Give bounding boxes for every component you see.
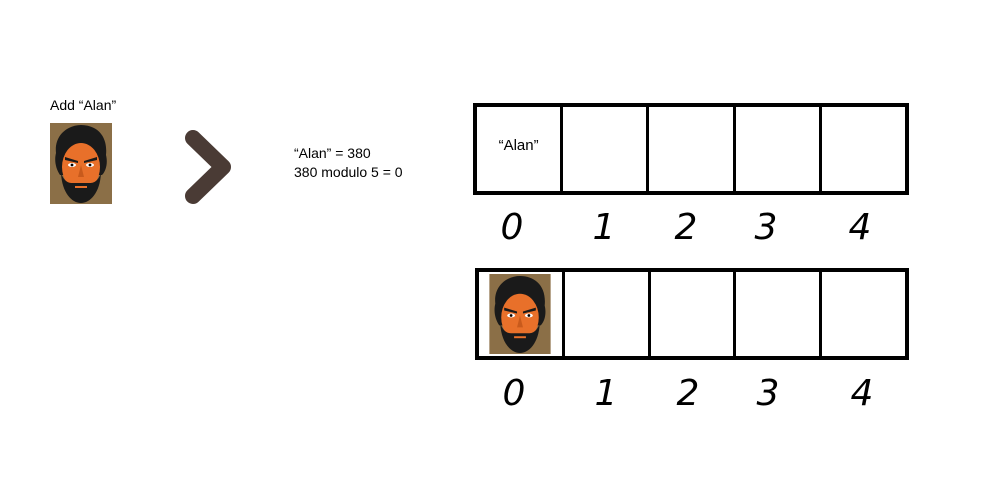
bottom-array-cell [479, 272, 565, 356]
top-index-label: 3 [754, 207, 778, 248]
bottom-array-cell [565, 272, 651, 356]
top-index-label: 4 [848, 207, 872, 248]
top-array-cell [736, 107, 822, 191]
bottom-index-label: 1 [594, 373, 618, 414]
top-array-cell [563, 107, 650, 191]
bottom-array [475, 268, 909, 360]
top-array-cell [649, 107, 736, 191]
chevron-right-icon [183, 128, 235, 206]
top-array-cell [822, 107, 905, 191]
top-array-cell: “Alan” [477, 107, 564, 191]
hash-line-2: 380 modulo 5 = 0 [294, 164, 403, 180]
bearded-man-face-icon [50, 123, 112, 204]
add-label: Add “Alan” [50, 97, 117, 113]
top-index-label: 1 [592, 207, 616, 248]
bottom-index-label: 2 [676, 373, 700, 414]
bearded-man-face-icon [488, 274, 552, 354]
hash-line-1: “Alan” = 380 [294, 145, 371, 161]
bottom-index-label: 3 [756, 373, 780, 414]
cell-value: “Alan” [498, 136, 539, 154]
bottom-array-cell [822, 272, 905, 356]
bottom-index-label: 4 [850, 373, 874, 414]
bottom-array-cell [651, 272, 737, 356]
top-index-label: 0 [500, 207, 524, 248]
bottom-array-cell [736, 272, 823, 356]
bottom-index-label: 0 [502, 373, 526, 414]
top-index-label: 2 [674, 207, 698, 248]
top-array: “Alan” [473, 103, 909, 195]
